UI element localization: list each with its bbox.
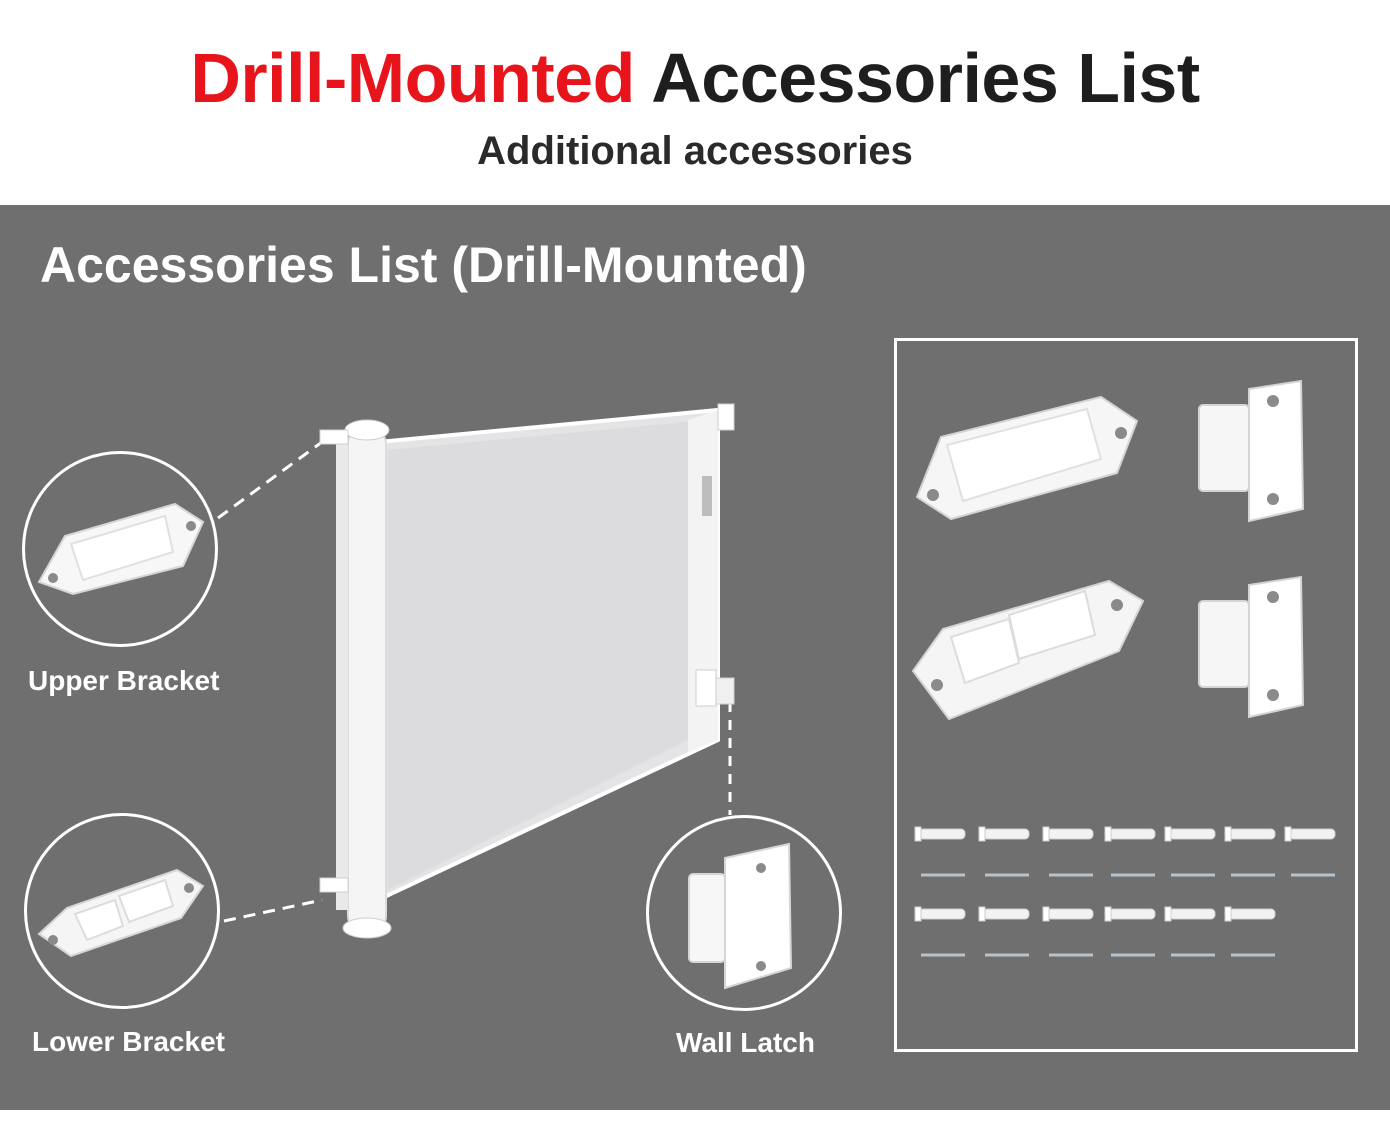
accessories-box bbox=[894, 338, 1358, 1052]
wall-latch-image bbox=[688, 842, 793, 990]
page-subtitle: Additional accessories bbox=[477, 129, 913, 173]
upper-bracket-image bbox=[37, 502, 205, 596]
connector-lines bbox=[217, 440, 732, 923]
footer-strip bbox=[0, 1110, 1390, 1132]
accessories-panel: Accessories List (Drill-Mounted) bbox=[0, 205, 1390, 1110]
upper-bracket-large bbox=[915, 395, 1139, 521]
panel-title: Accessories List (Drill-Mounted) bbox=[40, 237, 807, 293]
page-title: Drill-Mounted Accessories List bbox=[0, 38, 1390, 118]
anchor-row-2 bbox=[914, 906, 1276, 922]
anchor-row-1 bbox=[914, 826, 1336, 842]
retractable-gate-image bbox=[319, 403, 735, 939]
title-highlight: Drill-Mounted bbox=[190, 39, 635, 117]
title-rest: Accessories List bbox=[651, 39, 1200, 117]
upper-bracket-circle bbox=[22, 451, 218, 647]
lower-bracket-circle bbox=[24, 813, 220, 1009]
lower-bracket-label: Lower Bracket bbox=[32, 1026, 225, 1057]
anchors-and-screws bbox=[914, 826, 1336, 957]
wall-latch-large-1 bbox=[1198, 379, 1305, 523]
wall-latch-circle bbox=[646, 815, 842, 1011]
header: Drill-Mounted Accessories List Additiona… bbox=[0, 0, 1390, 205]
lower-bracket-image bbox=[37, 868, 205, 958]
lower-bracket-large bbox=[911, 579, 1145, 721]
upper-bracket-label: Upper Bracket bbox=[28, 665, 220, 696]
wall-latch-large-2 bbox=[1198, 575, 1305, 719]
wall-latch-label: Wall Latch bbox=[676, 1027, 815, 1058]
